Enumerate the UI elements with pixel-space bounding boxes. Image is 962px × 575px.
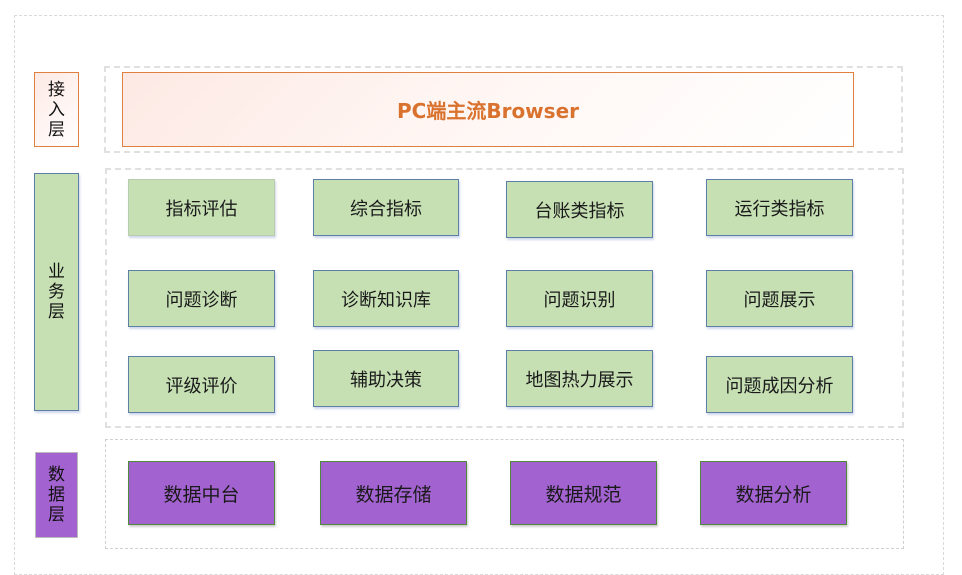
business-layer-label: 业务层 xyxy=(34,173,79,411)
business-item: 诊断知识库 xyxy=(313,270,459,327)
business-item: 地图热力展示 xyxy=(506,350,653,407)
business-item: 问题成因分析 xyxy=(706,356,853,413)
access-layer-zone xyxy=(104,66,903,153)
business-item: 综合指标 xyxy=(313,179,459,236)
business-layer-zone xyxy=(105,168,904,428)
business-item: 问题诊断 xyxy=(128,270,275,327)
data-layer-zone xyxy=(105,439,904,549)
data-layer-label: 数据层 xyxy=(35,452,78,538)
business-item: 辅助决策 xyxy=(313,350,459,407)
business-item: 台账类指标 xyxy=(506,181,653,238)
data-item: 数据存储 xyxy=(320,461,467,525)
pc-browser-box: PC端主流Browser xyxy=(122,72,854,147)
business-item: 问题识别 xyxy=(506,270,653,327)
business-item: 运行类指标 xyxy=(706,179,853,236)
access-layer-label: 接入层 xyxy=(34,72,79,147)
business-item: 评级评价 xyxy=(128,356,275,413)
data-item: 数据规范 xyxy=(510,461,657,525)
data-item: 数据分析 xyxy=(700,461,847,525)
data-item: 数据中台 xyxy=(128,461,275,525)
business-item: 指标评估 xyxy=(128,179,275,236)
business-item: 问题展示 xyxy=(706,270,853,327)
